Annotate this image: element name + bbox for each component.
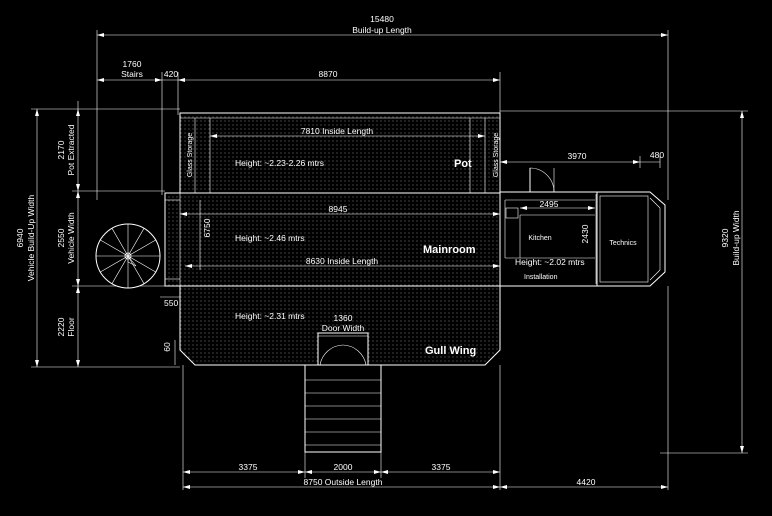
vehicle-width-label: Vehicle Width	[66, 212, 76, 264]
installation-label: Installation	[524, 274, 558, 281]
pot-length-value: 8870	[319, 69, 338, 79]
top-dimensions: 15480 Build-up Length 1760 Stairs 420 88…	[96, 14, 669, 200]
overall-length-label: Build-up Length	[352, 25, 412, 35]
buildup-width-value: 9320	[720, 228, 730, 247]
vehicle-buildup-width-label: Vehicle Build-Up Width	[26, 195, 36, 282]
dim-550: 550	[164, 298, 178, 308]
door-width-label: Door Width	[322, 323, 365, 333]
mainroom-inside-length: 8630 Inside Length	[306, 256, 379, 266]
pot-extracted-label: Pot Extracted	[66, 124, 76, 175]
pot-inside-length: 7810 Inside Length	[301, 126, 374, 136]
room-mainroom-label: Mainroom	[423, 244, 476, 256]
pot-height: Height: ~2.23-2.26 mtrs	[235, 158, 324, 168]
front-stairs	[304, 364, 382, 453]
floor-label: Floor	[66, 317, 76, 337]
room-width-6750: 6750	[202, 218, 212, 237]
floor-value: 2220	[56, 317, 66, 336]
gullwing-height: Height: ~2.31 mtrs	[235, 311, 305, 321]
bottom-mid-dim: 2000	[334, 462, 353, 472]
technics-length: 4420	[577, 477, 596, 487]
buildup-width-label: Build-up Width	[731, 210, 741, 266]
stairs-label: Stairs	[121, 69, 143, 79]
technics-label: Technics	[609, 240, 637, 247]
glass-storage-left: Glass Storage	[187, 133, 194, 177]
right-dimensions: 9320 Build-up Width	[500, 110, 748, 454]
mainroom-length: 8945	[329, 204, 348, 214]
bottom-right-dim: 3375	[432, 462, 451, 472]
outside-length: 8750 Outside Length	[304, 477, 383, 487]
spiral-stairs	[95, 223, 161, 289]
bottom-left-dim: 3375	[239, 462, 258, 472]
vehicle-width-value: 2550	[56, 228, 66, 247]
dim-60: 60	[162, 342, 172, 352]
kitchen-height: 2430	[580, 224, 590, 243]
left-dimensions: 6940 Vehicle Build-Up Width 2170 Pot Ext…	[15, 101, 180, 368]
kitchen-extension-length: 3970	[568, 151, 587, 161]
pot-extracted-value: 2170	[56, 140, 66, 159]
kitchen-extension: 3970 480 2495 Kitchen 2430 Height: ~2.02…	[499, 150, 666, 287]
kitchen-width: 2495	[540, 199, 559, 209]
mainroom-height: Height: ~2.46 mtrs	[235, 233, 305, 243]
installation-height: Height: ~2.02 mtrs	[515, 257, 585, 267]
vehicle-buildup-width-value: 6940	[15, 228, 25, 247]
overall-length-value: 15480	[370, 14, 394, 24]
door-width-value: 1360	[334, 313, 353, 323]
main-body: 7810 Inside Length Glass Storage Glass S…	[160, 112, 501, 366]
technics-offset: 480	[650, 150, 664, 160]
dim-420: 420	[164, 69, 178, 79]
room-pot-label: Pot	[454, 158, 472, 170]
stairs-value: 1760	[123, 59, 142, 69]
room-gullwing-label: Gull Wing	[425, 345, 476, 357]
kitchen-label: Kitchen	[528, 235, 551, 242]
bottom-dimensions: 3375 2000 3375 8750 Outside Length 4420	[182, 286, 669, 490]
glass-storage-right: Glass Storage	[493, 133, 500, 177]
